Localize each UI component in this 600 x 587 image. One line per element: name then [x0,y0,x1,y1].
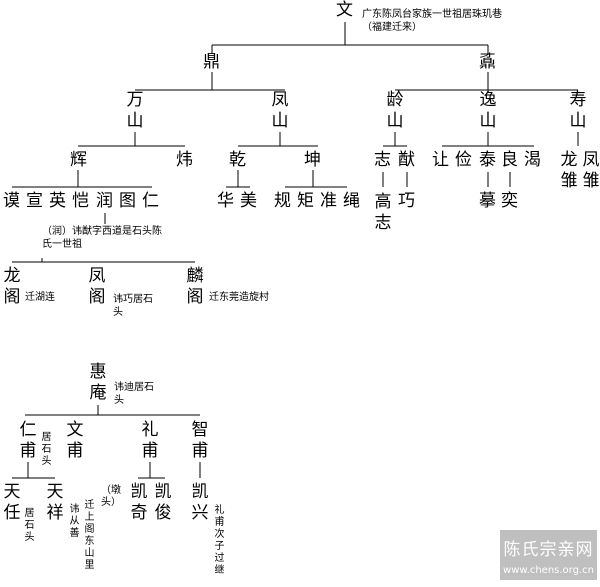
person-jian: 俭 [455,150,472,170]
note-tianxiang: 讳从善 [69,504,80,539]
person-wei: 炜 [176,150,193,170]
person-yishan: 逸山 [479,90,497,131]
person-linge: 麟阁 [186,266,204,307]
person-renfu: 仁甫 [19,420,37,461]
note-qian-shangge: 迁上阁东山里 [84,500,95,571]
note-huian: 讳迪居石头 [114,382,154,406]
person-run: 润 [96,191,113,211]
person-kaijun: 凯俊 [154,482,172,523]
person-gui: 规 [274,191,291,211]
person-lifu: 礼甫 [141,420,159,461]
person-mei: 美 [240,191,257,211]
note-linge: 迁东莞造旋村 [209,292,269,303]
watermark-title: 陈氏宗亲网 [503,540,594,560]
person-kaixing: 凯兴 [191,482,209,523]
person-ying: 英 [49,191,66,211]
note-xian: （润）讳猷字西道是石头陈氏一世祖 [42,226,162,250]
person-wanshan: 万山 [126,90,144,131]
person-fengchu: 凤雏 [582,150,600,191]
person-longchu: 龙雏 [560,150,578,191]
person-gaozhi: 高志 [374,192,392,233]
person-longge: 龙阁 [3,266,21,307]
person-mo: 谟 [3,191,20,211]
person-zi: 鼒 [479,52,496,72]
person-tu: 图 [119,191,136,211]
person-shoushan: 寿山 [569,90,587,131]
person-you: 猷 [398,150,415,170]
note-duntou: （墩头） [101,485,121,508]
person-sheng: 绳 [343,191,360,211]
person-yi: 奕 [501,191,518,211]
person-huian: 惠庵 [89,362,107,403]
person-kai: 恺 [72,191,89,211]
person-rang: 让 [432,150,449,170]
person-qian: 乾 [229,150,246,170]
note-tianren: 居石头 [24,508,35,543]
person-kaiqi: 凯奇 [130,482,148,523]
person-wenfu: 文甫 [66,420,84,461]
person-ju: 矩 [297,191,314,211]
person-liang: 良 [501,150,518,170]
person-fengshan: 凤山 [271,90,289,131]
person-ren: 仁 [142,191,159,211]
root-note: 广东陈凤台家族一世祖居珠玑巷（福建迁来） [362,9,502,33]
person-zhi: 志 [374,150,391,170]
person-fengge: 凤阁 [88,266,106,307]
person-mo2: 摹 [479,191,496,211]
person-zhifu: 智甫 [191,420,209,461]
person-ding: 鼎 [203,52,220,72]
person-lingshan: 龄山 [386,90,404,131]
person-hua: 华 [217,191,234,211]
person-tianren: 天任 [3,482,21,523]
person-zhun: 准 [320,191,337,211]
note-fengge: 讳巧居石头 [113,294,153,318]
person-tai: 泰 [479,150,496,170]
note-renfu: 居石头 [41,432,52,467]
person-xuan: 宣 [26,191,43,211]
root-ancestor: 文 [336,0,353,20]
person-ke: 渴 [524,150,541,170]
note-kaixing: 礼甫次子过继 [214,505,225,576]
watermark: 陈氏宗亲网 www.chens.org.cn [500,530,597,580]
person-qiao: 巧 [398,191,415,211]
note-longge: 迁湖连 [25,292,55,303]
person-kun: 坤 [304,150,321,170]
person-tianxiang: 天祥 [46,482,64,523]
watermark-url: www.chens.org.cn [503,565,594,576]
person-hui: 辉 [70,150,87,170]
